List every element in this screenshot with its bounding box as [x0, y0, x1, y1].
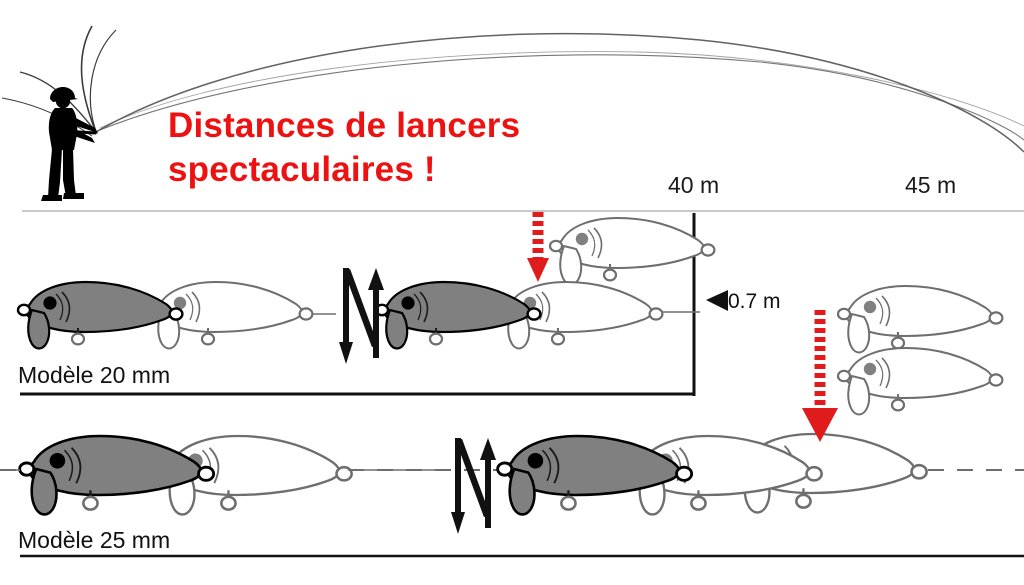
cast-distance-40-label: 40 m	[668, 172, 720, 198]
fisherman-silhouette	[41, 87, 98, 201]
depth-annotation-label: 0.7 m	[728, 290, 781, 313]
black-zigzag-arrow-bottom	[451, 438, 496, 534]
red-dashed-arrow-long	[802, 310, 838, 442]
depth-triangle-icon	[706, 290, 728, 311]
model-20mm-label: Modèle 20 mm	[18, 362, 171, 388]
black-zigzag-arrow-top	[339, 268, 384, 364]
red-dashed-arrow-short	[527, 212, 549, 282]
page-title: Distances de lancers spectaculaires !	[168, 106, 521, 189]
model-25mm-label: Modèle 25 mm	[18, 527, 171, 553]
cast-distance-45-label: 45 m	[905, 172, 957, 198]
cast-trajectory-arcs	[95, 32, 1024, 153]
